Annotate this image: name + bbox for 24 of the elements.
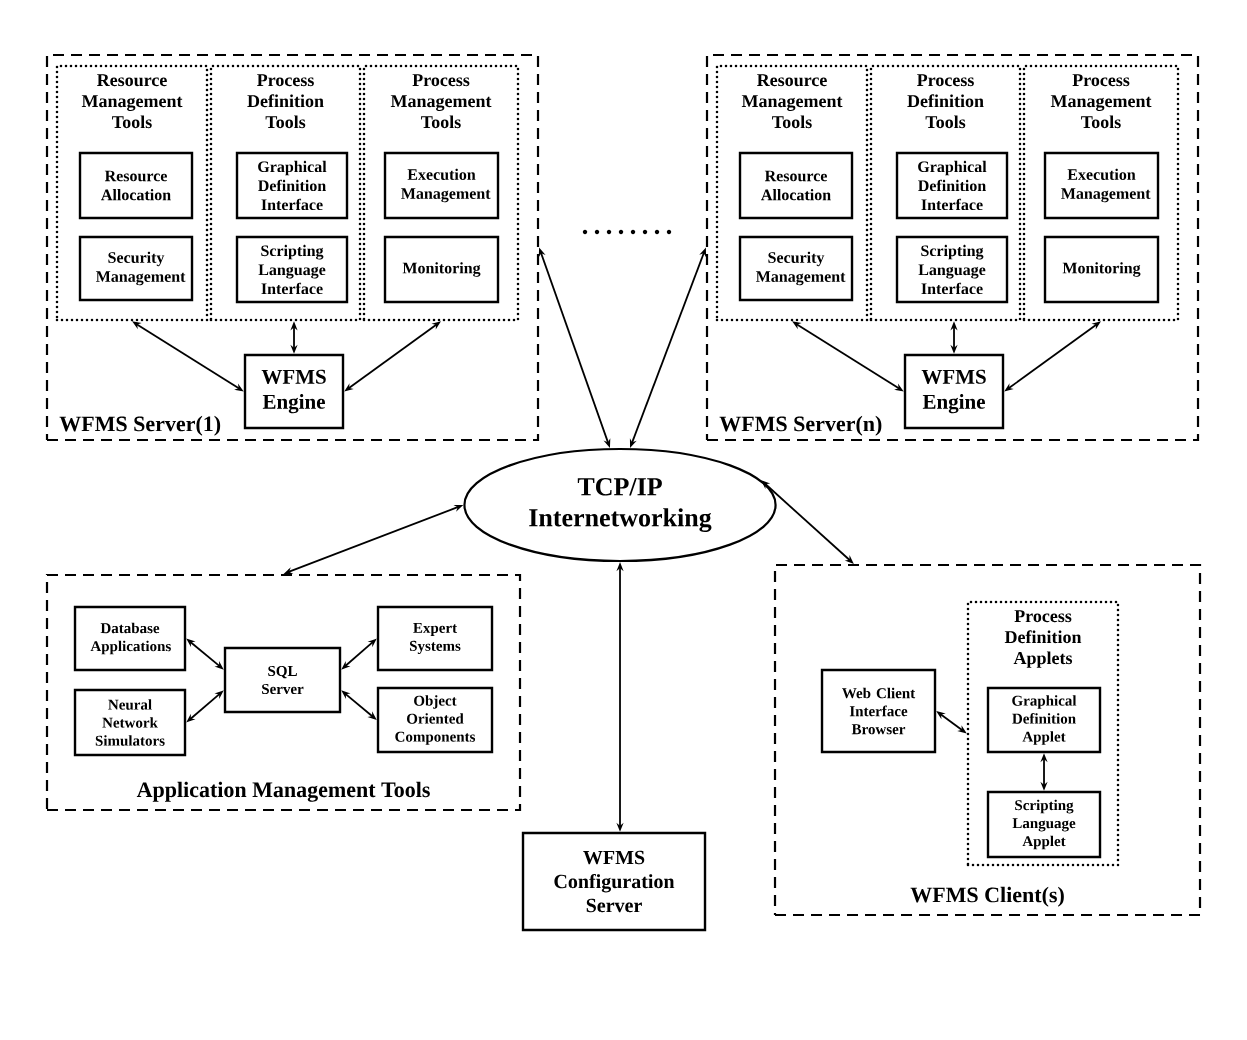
process-box: Scripting Language Interface <box>235 235 349 304</box>
process-box: SQL Server <box>223 646 342 714</box>
process-box: Neural Network Simulators <box>73 688 187 757</box>
process-box: Security Management <box>78 235 194 302</box>
process-box: Graphical Definition Applet <box>986 686 1102 754</box>
process-box: WFMS Configuration Server <box>521 831 707 932</box>
process-box: Scripting Language Applet <box>986 790 1102 859</box>
process-box: Expert Systems <box>376 605 494 672</box>
process-box: Monitoring <box>1043 235 1160 304</box>
process-box: Object Oriented Components <box>376 686 494 754</box>
process-box: Graphical Definition Interface <box>895 151 1009 220</box>
process-box: Graphical Definition Interface <box>235 151 349 220</box>
process-box: Database Applications <box>73 605 187 672</box>
process-box: Web Client Interface Browser <box>820 668 937 754</box>
process-box: Execution Management <box>383 151 500 220</box>
process-box: WFMS Engine <box>903 353 1005 430</box>
process-box: Scripting Language Interface <box>895 235 1009 304</box>
process-box: Resource Allocation <box>738 151 854 220</box>
process-box: Monitoring <box>383 235 500 304</box>
process-box: Resource Allocation <box>78 151 194 220</box>
process-box: WFMS Engine <box>243 353 345 430</box>
process-box: Security Management <box>738 235 854 302</box>
arrow <box>761 480 854 564</box>
process-box: Execution Management <box>1043 151 1160 220</box>
